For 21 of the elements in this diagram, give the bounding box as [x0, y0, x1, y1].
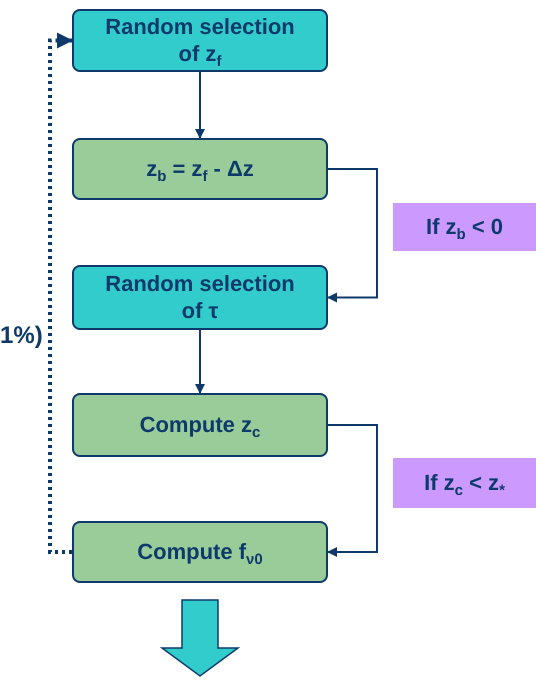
arrow	[195, 330, 205, 394]
arrow	[195, 72, 205, 139]
node-text: Random selection of z$_{f}$	[104, 14, 296, 67]
process-box	[72, 9, 328, 72]
dotted-arrow	[48, 32, 73, 554]
process-box	[72, 521, 328, 583]
note-text: 1%)	[0, 322, 43, 350]
node-text: If z$_{c}$ < z$_{*}$	[424, 470, 505, 496]
arrow	[327, 168, 378, 302]
condition-box	[393, 203, 536, 251]
node-text: z$_{b}$ = z$_{f}$ - Δz	[146, 156, 254, 182]
process-box	[72, 138, 328, 200]
node-text: Random selection of τ	[104, 271, 296, 324]
arrow	[327, 424, 378, 557]
block-arrow	[160, 599, 240, 677]
process-box	[72, 393, 328, 457]
process-box	[72, 265, 328, 330]
node-text: Compute f$_{ν0}$	[137, 538, 263, 566]
condition-box	[393, 458, 536, 508]
node-text: Compute z$_{c}$	[140, 412, 260, 438]
node-text: If z$_{b}$ < 0	[426, 214, 504, 240]
